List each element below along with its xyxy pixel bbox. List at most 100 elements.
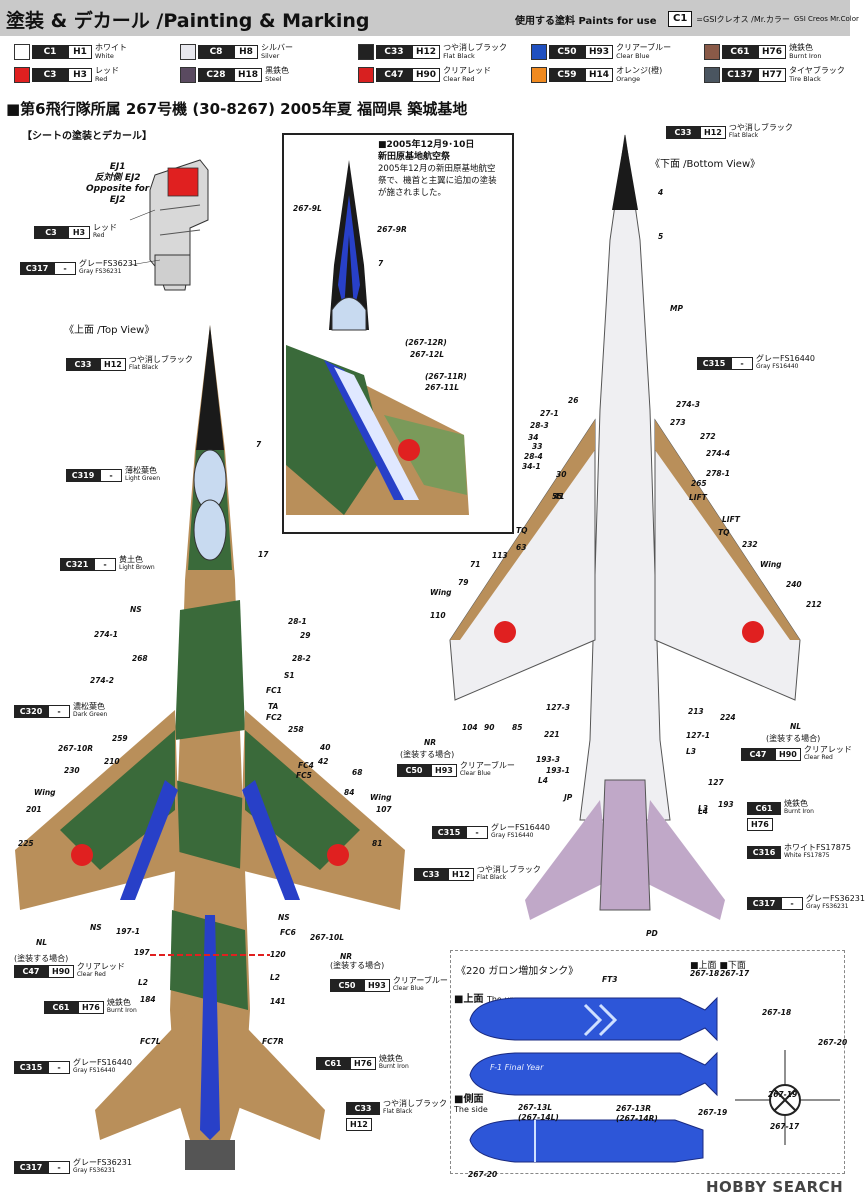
tank-decal-text: F-1 Final Year [490,1063,544,1072]
callout-number: 71 [470,560,481,569]
color-chip [704,44,720,60]
callout-number: 278-1 [706,469,730,478]
callout-number: LIFT [689,493,707,502]
aqueous-code: H90 [412,68,441,82]
top-view-aircraft [15,325,405,1170]
callout-number: 113 [492,551,508,560]
callout-number: 272 [700,432,716,441]
callout-number: 27-1 [540,409,559,418]
section-title: ■第6飛行隊所属 267号機 (30-8267) 2005年夏 福岡県 築城基地 [6,100,468,118]
aqueous-code: H76 [758,45,787,59]
callout-number: 184 [140,995,156,1004]
callout-number: 17 [258,550,269,559]
callout-number: 193 [718,800,734,809]
callout-number: 110 [430,611,446,620]
creos-code: C47 [376,68,412,82]
paint-name-ja: タイヤブラック [789,66,845,75]
tank-label: 267-19 [768,1090,798,1099]
callout-number: NS [130,605,142,614]
watermark: HOBBY SEARCH [706,1178,844,1196]
color-chip [531,44,547,60]
paints-used-label: 使用する塗料 Paints for use [515,16,657,27]
paint-name-ja: ホワイト [95,43,127,52]
label-267-12L: 267-12L [410,350,444,359]
callout-number: 28-4 [524,452,543,461]
callout-number: 55 [552,492,563,501]
callout-number: FC7R [262,1037,284,1046]
paint-name-en: Tire Black [789,75,821,83]
aqueous-code: H1 [68,45,92,59]
callout-number: L3 [686,747,696,756]
tank-key: ■上面 ■下面 [690,961,746,971]
label-267-9L: 267-9L [293,204,322,213]
paint-name-ja: 黒鉄色 [265,66,290,75]
creos-code: C137 [722,68,758,82]
callout-number: 127-1 [686,731,710,740]
drop-tank-illustrations [469,996,840,1163]
nl-note-bottom: (塗装する場合) [766,734,821,743]
label-267-11R: (267-11R) [425,372,467,381]
paint-name-ja: クリアーブルー [616,43,672,52]
callout-number: 42 [318,757,329,766]
callout-number: 107 [376,805,392,814]
paint-name-en: Steel [265,75,282,83]
callout-number: 141 [270,997,286,1006]
tank-label: 267-20 [468,1170,498,1179]
legend: C1 =GSIクレオス /Mr.カラー GSI Creos Mr.Color [668,11,859,27]
label-7: 7 [378,259,384,268]
aqueous-code: H18 [234,68,263,82]
callout-number: 224 [720,713,736,722]
header-bar [0,0,850,36]
aqueous-code: H8 [234,45,258,59]
creos-code: C8 [198,45,234,59]
callout-bottom-h76: H76 [747,818,773,831]
aqueous-code: H93 [585,45,614,59]
tank-label: FT3 [602,975,618,984]
label-267-11L: 267-11L [425,383,459,392]
callout-number: JP [564,793,573,802]
paint-name-en: Burnt Iron [789,52,822,60]
paint-name-en: Orange [616,75,641,83]
callout-number: 26 [568,396,579,405]
callout-number: TQ [718,528,730,537]
tank-label: 267-17 [720,969,750,978]
callout-number: L4 [698,807,708,816]
callout-number: 81 [372,839,383,848]
callout-number: 90 [484,723,495,732]
aqueous-code: H77 [758,68,787,82]
callout-number: FC2 [266,713,282,722]
nr-note-top: (塗装する場合) [330,961,385,970]
callout-number: 120 [270,950,286,959]
paint-name-ja: 焼鉄色 [789,43,814,52]
color-chip [704,67,720,83]
callout-number: NR [424,738,437,747]
seat-heading: 【シートの塗装とデカール】 [22,131,152,142]
callout-number: 193-3 [536,755,560,764]
creos-code: C61 [722,45,758,59]
callout-number: PD [646,929,658,938]
tank-heading: 《220 ガロン増加タンク》 [456,966,579,977]
label-267-12R: (267-12R) [405,338,447,347]
callout-number: S1 [284,671,295,680]
bottom-view-label: 《下面 /Bottom View》 [650,159,761,170]
callout-number: Wing [370,793,392,802]
callout-number: NR [340,952,353,961]
callout-number: Wing [430,588,452,597]
callout-number: 127 [708,778,724,787]
callout-number: 85 [512,723,523,732]
paint-name-ja: クリアレッド [443,66,492,75]
callout-number: NL [36,938,48,947]
callout-number: 274-2 [90,676,114,685]
creos-code: C1 [32,45,68,59]
